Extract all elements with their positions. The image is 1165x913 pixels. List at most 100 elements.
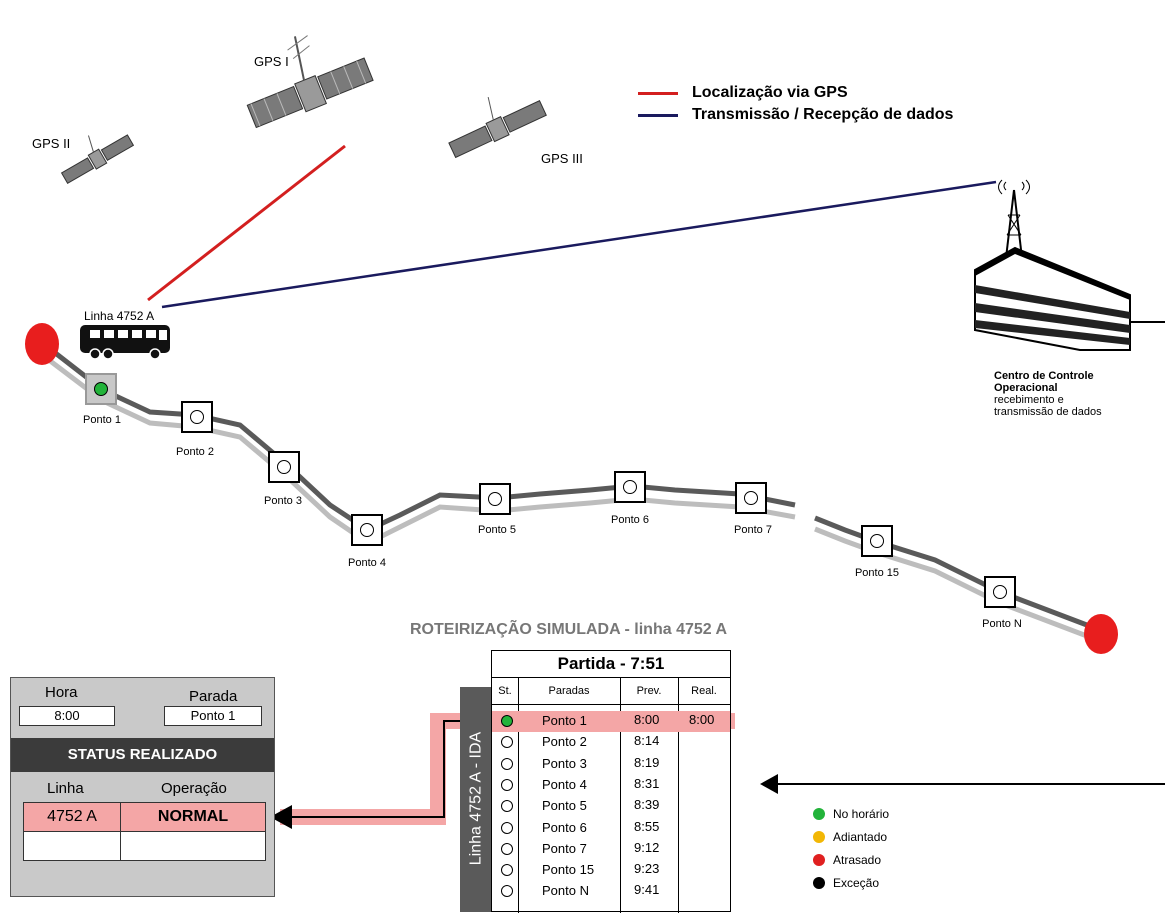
- status-empty-cell-1: [23, 831, 121, 861]
- status-bar: STATUS REALIZADO: [11, 738, 274, 772]
- row-stop-name: Ponto 4: [542, 777, 587, 792]
- route-line: [45, 345, 1100, 630]
- header-paradas: Paradas: [518, 685, 620, 697]
- schedule-side-label: Linha 4752 A - IDA: [461, 687, 492, 911]
- stop-marker-ponto-7: [735, 482, 767, 514]
- stop-label-ponto-2: Ponto 2: [155, 446, 235, 458]
- gps3-satellite-icon: [438, 78, 547, 159]
- stop-label-ponto-n: Ponto N: [962, 618, 1042, 630]
- header-prev: Prev.: [620, 685, 678, 697]
- legend-gps-label: Localização via GPS: [692, 84, 848, 102]
- status-legend-item: Adiantado: [813, 830, 887, 844]
- schedule-row: Ponto 4 8:31: [492, 775, 730, 796]
- stop-status-icon: [94, 382, 108, 396]
- linha-value: 4752 A: [23, 802, 121, 832]
- schedule-table: Partida - 7:51 St. Paradas Prev. Real. P…: [491, 650, 731, 912]
- row-stop-name: Ponto 1: [542, 713, 587, 728]
- status-circle-icon: [501, 800, 513, 812]
- control-center-title-line2: Operacional: [994, 382, 1102, 394]
- stop-label-ponto-3: Ponto 3: [243, 495, 323, 507]
- stop-label-ponto-5: Ponto 5: [457, 524, 537, 536]
- route-start-terminal: [25, 323, 59, 365]
- stop-status-icon: [360, 523, 374, 537]
- status-legend-label: Adiantado: [833, 830, 887, 844]
- status-dot-icon: [813, 808, 825, 820]
- departure-header: Partida - 7:51: [492, 651, 730, 678]
- header-st: St.: [492, 685, 518, 697]
- data-link-line: [162, 182, 996, 307]
- row-prev-time: 8:55: [634, 819, 659, 834]
- header-real: Real.: [678, 685, 730, 697]
- row-prev-time: 9:23: [634, 861, 659, 876]
- row-prev-time: 8:14: [634, 733, 659, 748]
- stop-marker-ponto-n: [984, 576, 1016, 608]
- stop-label-ponto-1: Ponto 1: [62, 414, 142, 426]
- parada-field: Ponto 1: [164, 706, 262, 726]
- stop-status-icon: [870, 534, 884, 548]
- legend-data-label: Transmissão / Recepção de dados: [692, 106, 953, 124]
- operacao-label: Operação: [161, 780, 227, 797]
- status-dot-icon: [813, 831, 825, 843]
- legend-data-swatch: [638, 114, 678, 117]
- bus-label: Linha 4752 A: [84, 309, 154, 323]
- parada-label: Parada: [189, 688, 237, 705]
- row-prev-time: 8:39: [634, 797, 659, 812]
- row-stop-name: Ponto 2: [542, 734, 587, 749]
- stop-marker-ponto-6: [614, 471, 646, 503]
- row-real-time: 8:00: [689, 712, 714, 727]
- legend-gps-swatch: [638, 92, 678, 95]
- row-stop-name: Ponto N: [542, 883, 589, 898]
- schedule-row: Ponto 2 8:14: [492, 732, 730, 753]
- stop-status-icon: [623, 480, 637, 494]
- control-center-building-icon: [975, 180, 1165, 350]
- route-end-terminal: [1084, 614, 1118, 654]
- status-legend-label: No horário: [833, 807, 889, 821]
- status-legend-item: Atrasado: [813, 853, 881, 867]
- legend-gps: Localização via GPS: [638, 84, 848, 102]
- stop-status-icon: [744, 491, 758, 505]
- stop-label-ponto-6: Ponto 6: [590, 514, 670, 526]
- row-stop-name: Ponto 15: [542, 862, 594, 877]
- status-legend-item: Exceção: [813, 876, 879, 890]
- stop-marker-ponto-2: [181, 401, 213, 433]
- stop-status-icon: [488, 492, 502, 506]
- row-prev-time: 8:00: [634, 712, 659, 727]
- status-circle-icon: [501, 843, 513, 855]
- incoming-data-arrowhead: [760, 774, 778, 794]
- status-legend-item: No horário: [813, 807, 889, 821]
- gps1-satellite-icon: [230, 15, 375, 131]
- stop-status-icon: [190, 410, 204, 424]
- schedule-row: Ponto 1 8:00 8:00: [492, 711, 730, 732]
- status-legend-label: Exceção: [833, 876, 879, 890]
- control-center-desc-line2: transmissão de dados: [994, 406, 1102, 418]
- stop-status-icon: [277, 460, 291, 474]
- routing-title: ROTEIRIZAÇÃO SIMULADA - linha 4752 A: [410, 621, 727, 639]
- control-center-title-line1: Centro de Controle: [994, 370, 1102, 382]
- row-prev-time: 8:19: [634, 755, 659, 770]
- schedule-row: Ponto 15 9:23: [492, 860, 730, 881]
- control-center-caption: Centro de Controle Operacional recebimen…: [994, 370, 1102, 418]
- status-circle-icon: [501, 822, 513, 834]
- status-dot-icon: [813, 877, 825, 889]
- status-panel: Hora Parada 8:00 Ponto 1 STATUS REALIZAD…: [10, 677, 275, 897]
- legend-data: Transmissão / Recepção de dados: [638, 106, 953, 124]
- linha-label: Linha: [47, 780, 84, 797]
- header-divider: [492, 704, 730, 705]
- stop-label-ponto-15: Ponto 15: [837, 567, 917, 579]
- stop-label-ponto-7: Ponto 7: [713, 524, 793, 536]
- status-circle-icon: [501, 715, 513, 727]
- status-circle-icon: [501, 736, 513, 748]
- operacao-value: NORMAL: [120, 802, 266, 832]
- stop-marker-ponto-3: [268, 451, 300, 483]
- hora-label: Hora: [45, 684, 78, 701]
- status-circle-icon: [501, 864, 513, 876]
- hora-field: 8:00: [19, 706, 115, 726]
- row-prev-time: 8:31: [634, 776, 659, 791]
- stop-marker-ponto-5: [479, 483, 511, 515]
- bus-icon: [80, 325, 170, 359]
- gps-link-line: [148, 146, 345, 300]
